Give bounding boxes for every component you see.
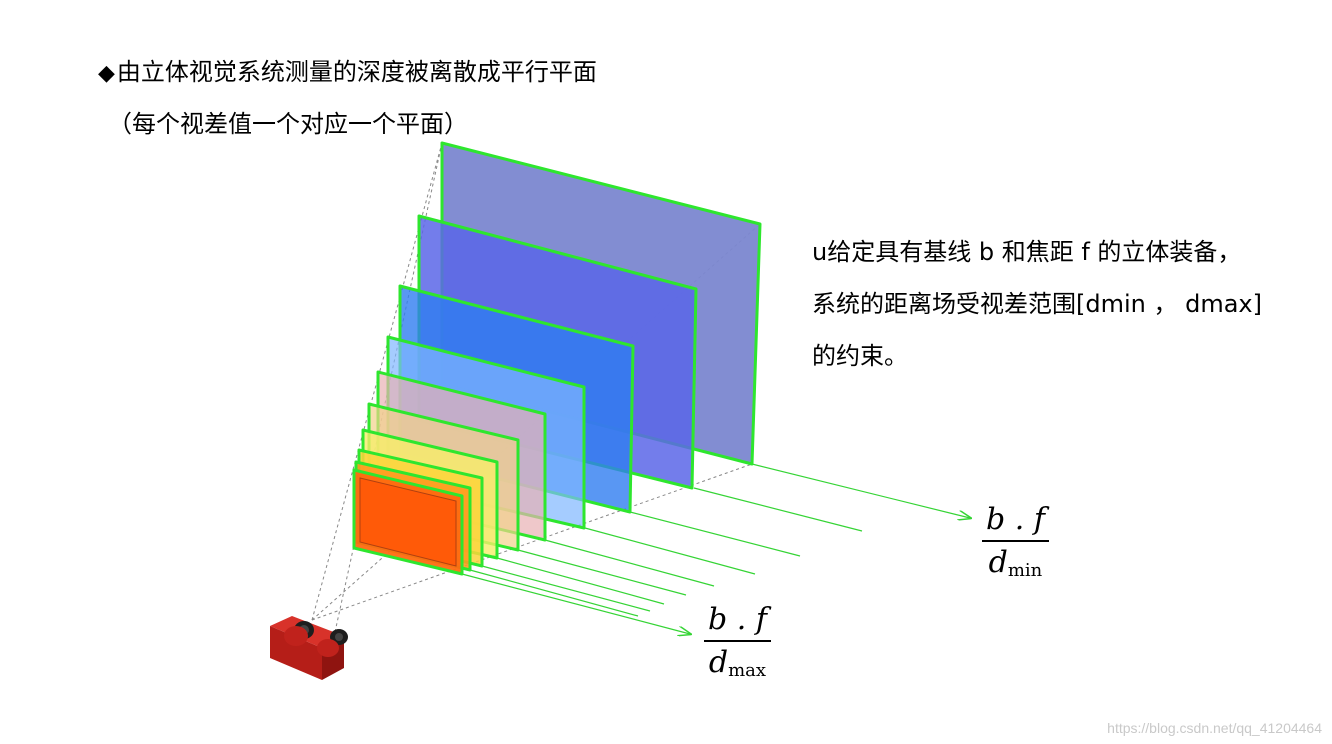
description-line-3: 的约束。 [812, 342, 908, 370]
formula-dmin-denominator: dmin [988, 544, 1043, 581]
formula-dmax-denominator: dmax [708, 644, 767, 681]
slide-title: ◆由立体视觉系统测量的深度被离散成平行平面 [98, 52, 597, 87]
fraction-bar [982, 540, 1049, 542]
watermark: https://blog.csdn.net/qq_41204464 [1107, 720, 1322, 736]
formula-dmax: b . f dmax [704, 602, 771, 688]
formula-dmin: b . f dmin [982, 502, 1049, 588]
formula-dmax-numerator: b . f [708, 602, 767, 637]
diamond-bullet-icon: ◆ [98, 61, 115, 86]
formula-dmin-numerator: b . f [986, 502, 1045, 537]
slide-title-text: 由立体视觉系统测量的深度被离散成平行平面 [116, 58, 597, 86]
nearest-plane-inner [359, 477, 457, 567]
description-block: u给定具有基线 b 和焦距 f 的立体装备， 系统的距离场受视差范围[dmin … [812, 226, 1312, 382]
fraction-bar [704, 640, 771, 642]
description-line-1: u给定具有基线 b 和焦距 f 的立体装备， [812, 238, 1242, 266]
description-line-2: 系统的距离场受视差范围[dmin ， dmax] [812, 290, 1262, 318]
slide-subtitle: （每个视差值一个对应一个平面） [108, 110, 468, 138]
stereo-camera-icon [270, 616, 348, 680]
projection-lines [461, 463, 970, 634]
